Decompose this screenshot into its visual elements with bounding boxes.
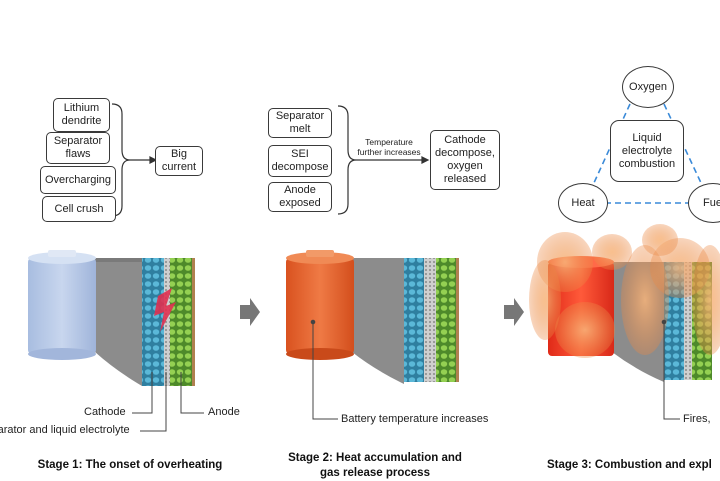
label-battery-temperature: Battery temperature increases	[341, 413, 489, 425]
stage2-leaders	[310, 319, 338, 420]
result-big-current: Big current	[155, 146, 203, 176]
stage1-leaders	[132, 372, 204, 432]
cause-separator-melt: Separator melt	[268, 108, 332, 138]
cause-lithium-dendrite: Lithium dendrite	[53, 98, 110, 132]
stage-arrow-2	[504, 298, 524, 326]
cause-separator-flaws: Separator flaws	[46, 132, 110, 164]
stage2-battery	[286, 250, 459, 384]
stage1-battery	[28, 250, 195, 386]
cause-anode-exposed: Anode exposed	[268, 182, 332, 212]
stage3-flames	[529, 224, 720, 358]
cause-sei-decompose: SEI decompose	[268, 145, 332, 177]
label-fires: Fires,	[683, 413, 711, 425]
heat-node: Heat	[558, 183, 608, 223]
oxygen-node: Oxygen	[622, 66, 674, 108]
cause-cell-crush: Cell crush	[42, 196, 116, 222]
stage1-bracket	[111, 103, 158, 217]
stage3-caption: Stage 3: Combustion and expl	[547, 459, 712, 471]
arrow-text-temperature: Temperature further increases	[357, 137, 421, 157]
stage-arrow-1	[240, 298, 260, 326]
stage3-leaders	[661, 319, 680, 420]
combustion-center: Liquid electrolyte combustion	[610, 120, 684, 182]
stage2-caption: Stage 2: Heat accumulation and gas relea…	[288, 452, 462, 479]
label-cathode: Cathode	[84, 406, 126, 418]
result-cathode-decompose: Cathode decompose, oxygen released	[430, 130, 500, 190]
label-separator-electrolyte: Separator and liquid electrolyte	[0, 424, 130, 436]
cause-overcharging: Overcharging	[40, 166, 116, 194]
stage2-bracket	[337, 105, 430, 215]
stage1-caption: Stage 1: The onset of overheating	[37, 459, 223, 471]
label-anode: Anode	[208, 406, 240, 418]
